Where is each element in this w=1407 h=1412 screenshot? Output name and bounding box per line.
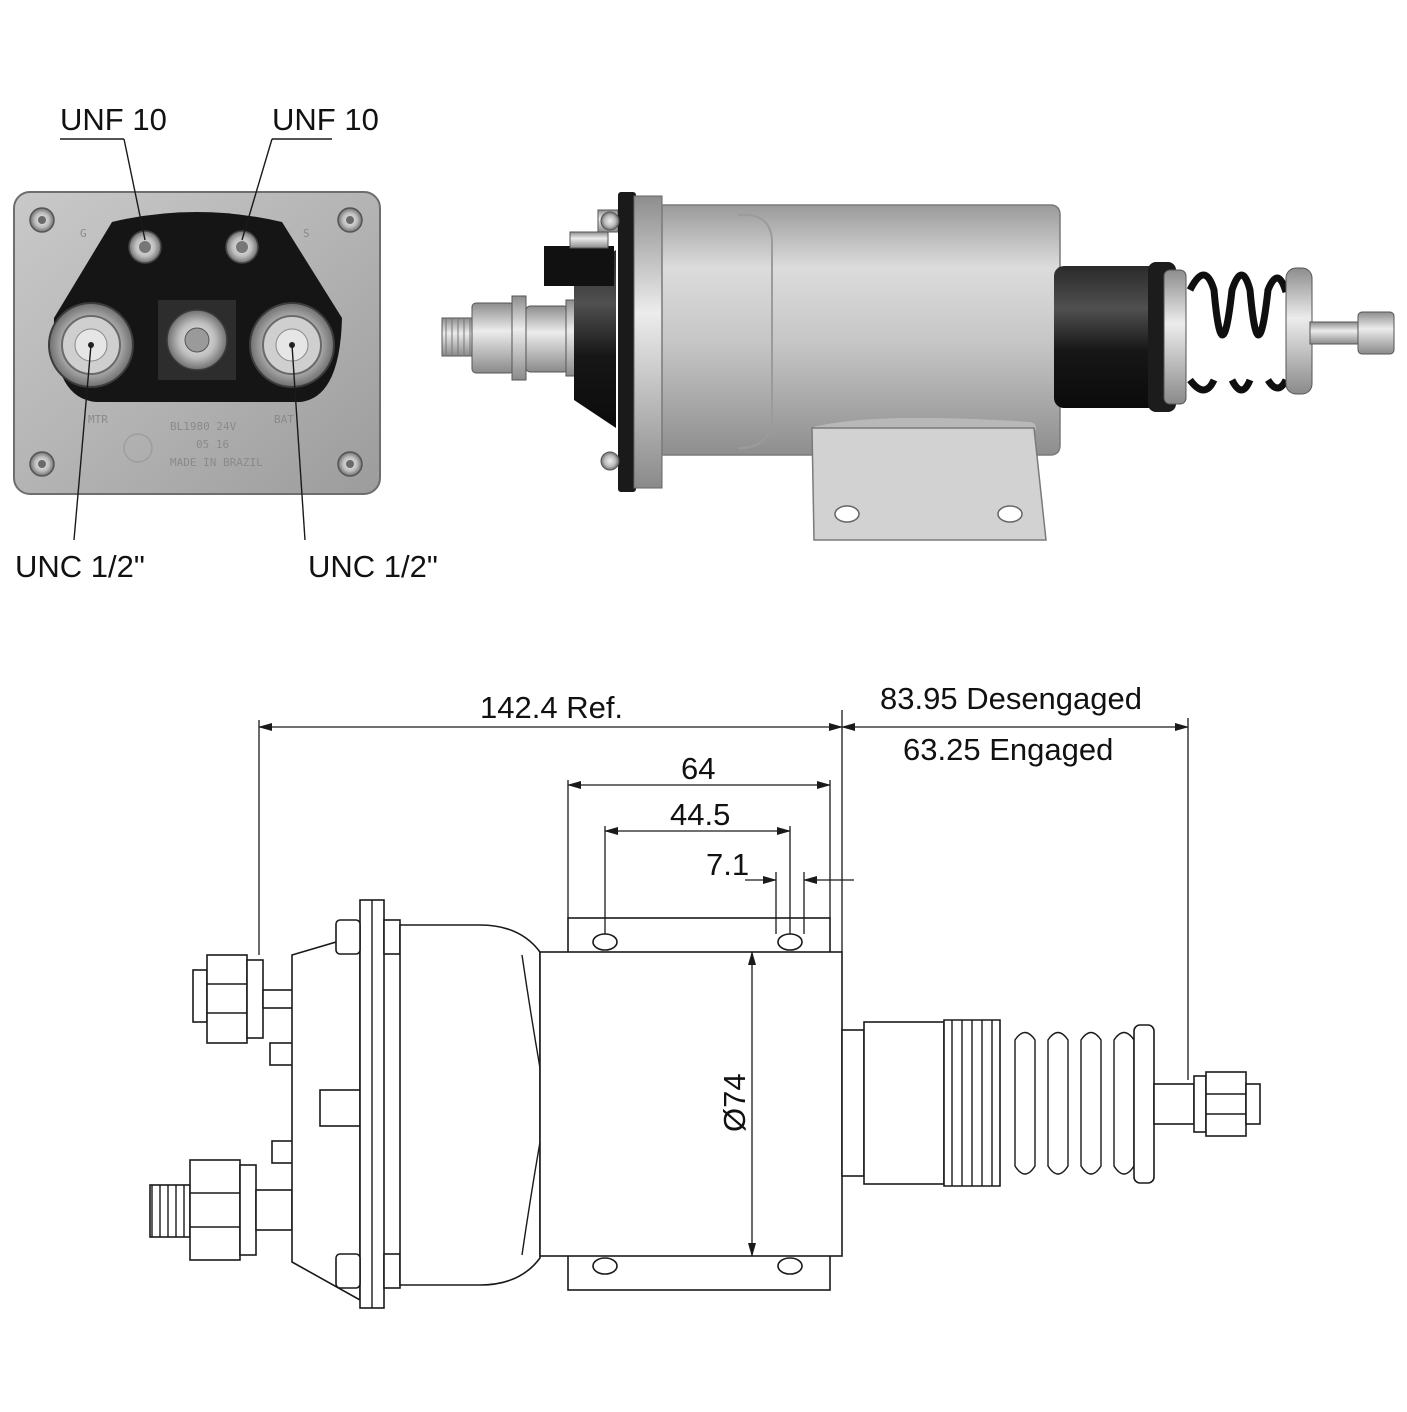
technical-drawing: 142.4 Ref. 83.95 Desengaged 63.25 Engage… bbox=[149, 681, 1261, 1309]
stamp-mtr: MTR bbox=[88, 413, 108, 426]
callout-unc-left: UNC 1/2" bbox=[15, 549, 145, 584]
return-spring bbox=[1186, 271, 1290, 394]
drawing-left-terminals bbox=[149, 933, 361, 1302]
mounting-bracket bbox=[811, 427, 1047, 541]
spring-cup bbox=[1285, 267, 1313, 395]
stamp-origin: MADE IN BRAZIL bbox=[170, 456, 263, 469]
flange-gasket bbox=[618, 192, 636, 492]
logo-icon bbox=[123, 433, 153, 463]
stamp-g: G bbox=[80, 227, 87, 240]
terminal-end-view: G S MTR BAT BL1980 24V 05 16 MADE IN BRA… bbox=[13, 102, 438, 584]
corner-screws bbox=[29, 207, 363, 477]
plunger-sleeve bbox=[1054, 266, 1164, 408]
dim-hole-spacing: 44.5 bbox=[670, 797, 730, 832]
callout-unc-right: UNC 1/2" bbox=[308, 549, 438, 584]
dim-diameter: Ø74 bbox=[717, 1073, 752, 1132]
callout-unf10-left: UNF 10 bbox=[60, 102, 167, 137]
solenoid-body bbox=[661, 204, 1061, 456]
stamp-date: 05 16 bbox=[196, 438, 229, 451]
small-terminals bbox=[128, 230, 259, 264]
drawing-plunger-neck bbox=[841, 1029, 865, 1177]
drawing-spring-cup bbox=[1133, 1024, 1155, 1184]
dim-stroke-engaged: 63.25 Engaged bbox=[903, 732, 1113, 767]
stamp-s: S bbox=[303, 227, 310, 240]
side-view-photo bbox=[441, 192, 1395, 541]
dimension-lines bbox=[258, 710, 1189, 1257]
drawing-end-bolt bbox=[1153, 1083, 1195, 1125]
flange-plate bbox=[633, 195, 663, 489]
stamp-bat: BAT bbox=[274, 413, 294, 426]
end-bolt bbox=[1309, 321, 1365, 345]
drawing-body-neck bbox=[399, 924, 541, 1286]
left-hex-nut bbox=[471, 302, 515, 374]
callout-unf10-right: UNF 10 bbox=[272, 102, 379, 137]
black-terminal-housing bbox=[574, 250, 616, 428]
drawing-main-body bbox=[539, 951, 843, 1257]
drawing-spring bbox=[1014, 1031, 1135, 1175]
dim-overall-length: 142.4 Ref. bbox=[480, 690, 623, 725]
callout-leaders bbox=[60, 138, 332, 541]
drawing-plunger-sleeve bbox=[863, 1021, 945, 1185]
dim-hole-offset: 7.1 bbox=[706, 847, 749, 882]
dim-bracket-width: 64 bbox=[681, 751, 715, 786]
dim-stroke-disengaged: 83.95 Desengaged bbox=[880, 681, 1142, 716]
small-terminal-block bbox=[544, 246, 614, 286]
stamp-part-number: BL1980 24V bbox=[170, 420, 237, 433]
